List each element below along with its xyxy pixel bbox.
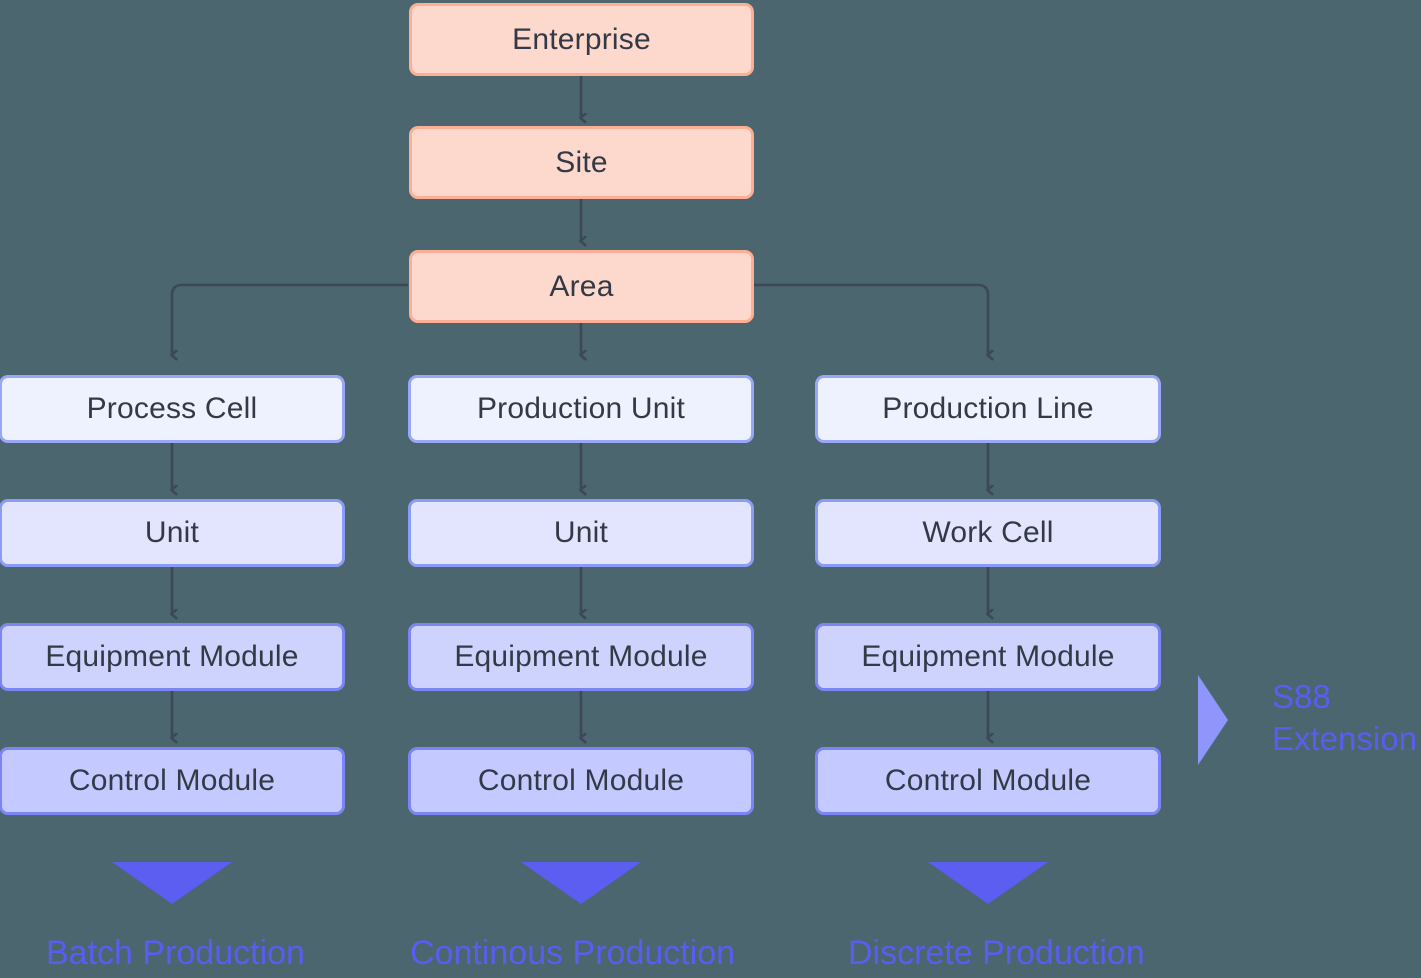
node-label: Process Cell <box>86 392 258 425</box>
s88-extension-line-1: S88 <box>1272 678 1331 715</box>
node-label: Unit <box>144 516 200 549</box>
node-process-cell[interactable]: Process Cell <box>0 375 345 443</box>
s88-extension-label: S88 Extension <box>1272 676 1417 760</box>
node-label: Enterprise <box>512 22 651 56</box>
node-site[interactable]: Site <box>409 126 754 199</box>
node-area[interactable]: Area <box>409 250 754 323</box>
node-enterprise[interactable]: Enterprise <box>409 3 754 76</box>
node-work-cell[interactable]: Work Cell <box>815 499 1161 567</box>
result-label-batch: Batch Production <box>46 934 305 972</box>
result-arrow-continuous <box>521 862 641 904</box>
node-label: Production Unit <box>476 392 686 425</box>
result-label-discrete: Discrete Production <box>848 934 1145 972</box>
node-label: Equipment Module <box>454 640 708 673</box>
result-label-continuous: Continous Production <box>410 934 736 972</box>
node-control-module-discrete[interactable]: Control Module <box>815 747 1161 815</box>
result-arrow-batch <box>112 862 232 904</box>
s88-extension-line-2: Extension <box>1272 720 1417 758</box>
node-control-module-continuous[interactable]: Control Module <box>408 747 754 815</box>
node-production-unit[interactable]: Production Unit <box>408 375 754 443</box>
node-label: Equipment Module <box>45 640 299 673</box>
node-label: Work Cell <box>922 516 1054 549</box>
node-label: Unit <box>553 516 609 549</box>
node-label: Equipment Module <box>861 640 1115 673</box>
node-equipment-module-batch[interactable]: Equipment Module <box>0 623 345 691</box>
node-label: Control Module <box>68 764 276 797</box>
node-label: Site <box>555 145 608 179</box>
node-equipment-module-continuous[interactable]: Equipment Module <box>408 623 754 691</box>
s88-extension-triangle-icon <box>1198 675 1228 765</box>
node-label: Control Module <box>477 764 685 797</box>
node-label: Control Module <box>884 764 1092 797</box>
result-arrow-discrete <box>928 862 1048 904</box>
node-equipment-module-discrete[interactable]: Equipment Module <box>815 623 1161 691</box>
node-label: Area <box>549 269 614 303</box>
node-production-line[interactable]: Production Line <box>815 375 1161 443</box>
node-unit-batch[interactable]: Unit <box>0 499 345 567</box>
node-unit-continuous[interactable]: Unit <box>408 499 754 567</box>
node-label: Production Line <box>882 392 1094 425</box>
node-control-module-batch[interactable]: Control Module <box>0 747 345 815</box>
